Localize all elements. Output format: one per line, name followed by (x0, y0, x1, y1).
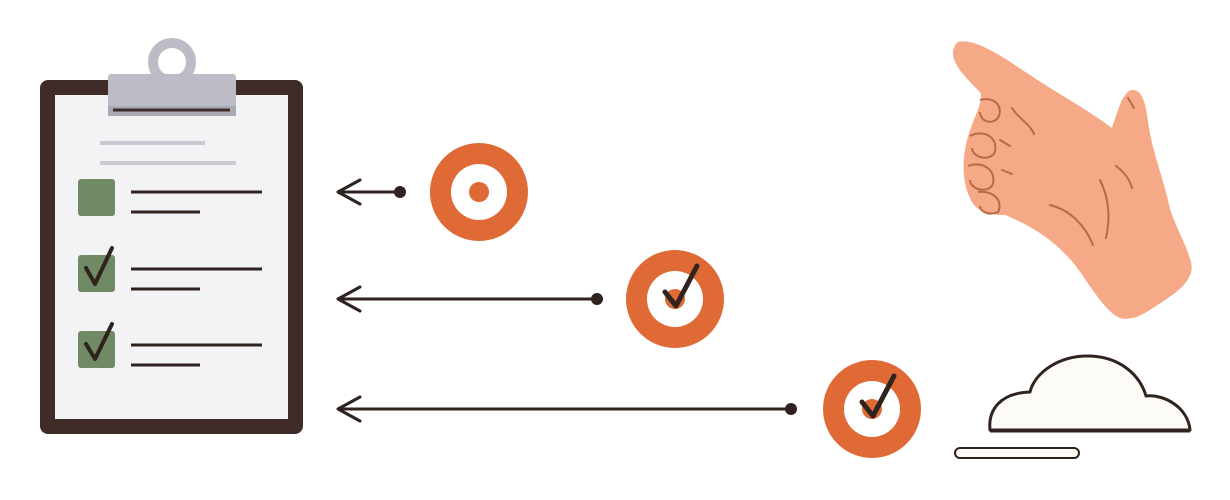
arrow-left-icon (336, 285, 603, 313)
checkbox-empty (78, 179, 115, 216)
target-icon (626, 250, 724, 348)
clip-body (108, 74, 236, 116)
check-icon (859, 373, 897, 419)
cloud-icon (988, 354, 1192, 433)
checklist-item (78, 246, 262, 292)
checkbox-checked (78, 331, 115, 368)
checklist-item (78, 179, 262, 216)
check-icon (84, 246, 114, 286)
ground-bar (954, 447, 1080, 459)
hand-icon (952, 41, 1192, 319)
checkbox-checked (78, 255, 115, 292)
clipboard-icon (40, 38, 303, 434)
arrow-left-icon (336, 395, 797, 423)
arrow-left-icon (336, 178, 406, 206)
checklist-item (78, 322, 262, 368)
target-icon (430, 143, 528, 241)
hand-shape (952, 41, 1192, 319)
target-icon (823, 360, 921, 458)
check-icon (662, 263, 700, 309)
check-icon (84, 322, 114, 361)
